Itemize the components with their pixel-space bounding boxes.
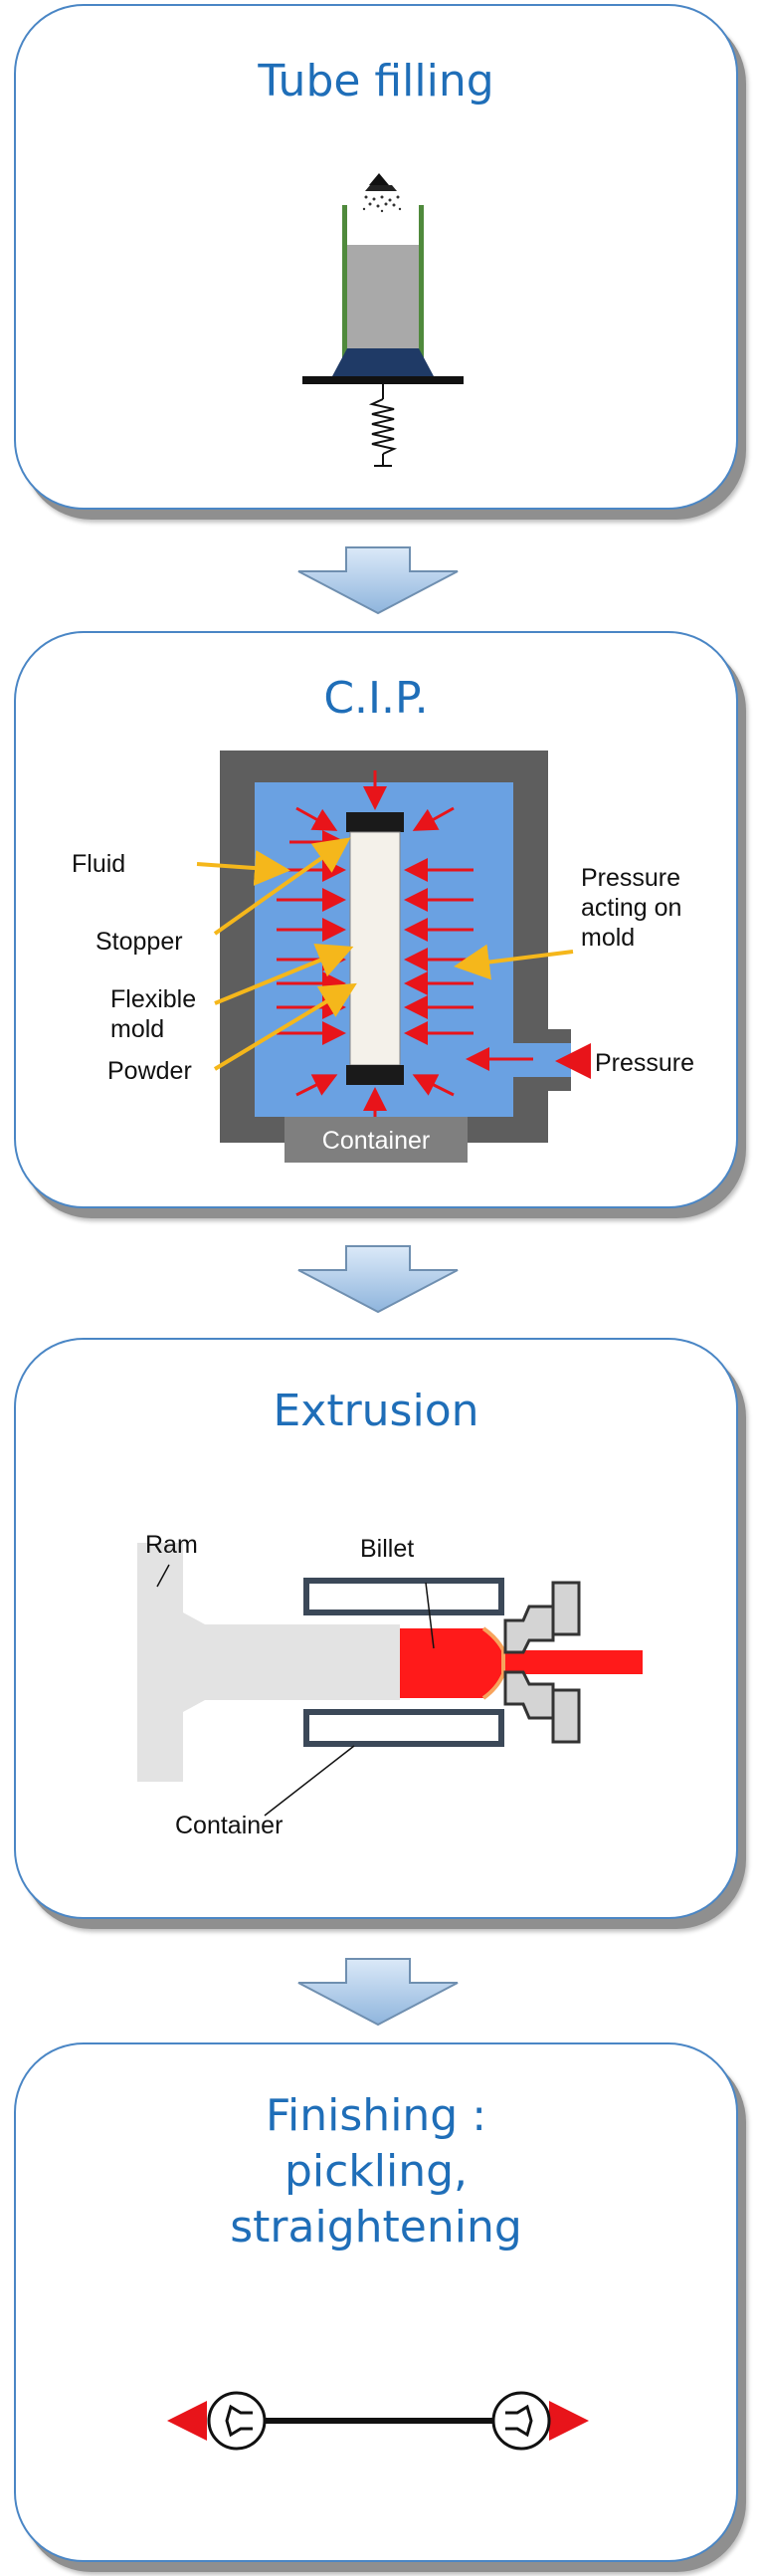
- container-label: Container: [322, 1127, 430, 1155]
- step-title-tube-filling: Tube filling: [258, 56, 494, 107]
- step-title-finishing: Finishing : pickling, straightening: [230, 2090, 522, 2253]
- billet-label: Billet: [360, 1535, 414, 1563]
- fluid-label: Fluid: [72, 850, 125, 878]
- top-stopper: [346, 812, 404, 832]
- right-grip: [491, 2391, 551, 2451]
- powder-label: Powder: [107, 1057, 192, 1085]
- label-leader-lines: [196, 837, 574, 1071]
- pressure-acting-label-3: mold: [581, 924, 635, 952]
- ram: [137, 1543, 400, 1782]
- step-extrusion-panel: Extrusion Ram Billet Container: [14, 1338, 738, 1919]
- pressure-acting-label-2: acting on: [581, 894, 681, 922]
- step-connector-arrow: [297, 1245, 459, 1314]
- falling-powder: [362, 195, 402, 213]
- step-title-cip: C.I.P.: [323, 673, 429, 724]
- left-grip: [207, 2391, 267, 2451]
- container-wall-top: [303, 1578, 504, 1615]
- straightening-illustration: [167, 2391, 589, 2451]
- flexible-mold-label-2: mold: [110, 1015, 164, 1043]
- tube-wall-left: [342, 205, 347, 370]
- powder-pile-base: [365, 185, 397, 191]
- container-wall-bottom: [303, 1709, 504, 1747]
- tube-wall-right: [419, 205, 424, 370]
- powder-pile: [369, 173, 389, 185]
- billet: [400, 1628, 643, 1698]
- pressure-acting-label-1: Pressure: [581, 864, 680, 892]
- pressure-inlet-label: Pressure: [595, 1049, 694, 1077]
- stopper-label: Stopper: [95, 928, 183, 956]
- step-cip-panel: C.I.P. Container: [14, 631, 738, 1208]
- bottom-stopper: [346, 1065, 404, 1085]
- extrusion-die: [503, 1581, 581, 1744]
- extrusion-illustration: Ram Billet Container: [137, 1531, 643, 1839]
- container-block: [284, 1117, 468, 1163]
- vibration-platform: [302, 376, 464, 384]
- step-tube-filling-panel: Tube filling: [14, 4, 738, 510]
- powder-fill: [347, 245, 419, 348]
- step-connector-arrow: [297, 546, 459, 615]
- step-connector-arrow: [297, 1958, 459, 2027]
- step-finishing-panel: Finishing : pickling, straightening: [14, 2042, 738, 2562]
- cip-illustration: Container: [72, 751, 694, 1163]
- flexible-mold-powder: [349, 831, 401, 1066]
- tube-base: [332, 348, 434, 376]
- tube-filling-illustration: [302, 173, 464, 467]
- container-label: Container: [175, 1812, 283, 1839]
- spring: [368, 398, 398, 455]
- ram-label: Ram: [145, 1531, 198, 1559]
- step-title-extrusion: Extrusion: [273, 1386, 479, 1436]
- flexible-mold-label-1: Flexible: [110, 985, 196, 1013]
